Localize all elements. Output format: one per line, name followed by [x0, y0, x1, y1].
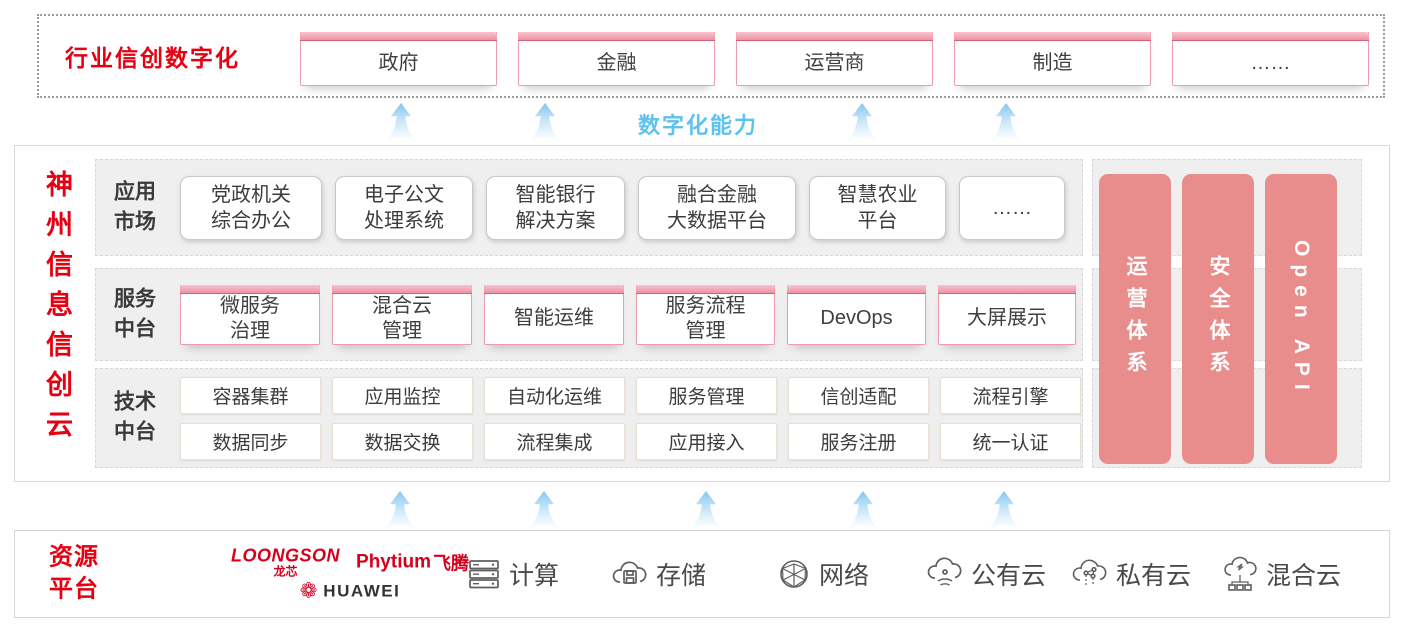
hybrid-cloud-icon [1224, 556, 1257, 591]
app-box: 智慧农业 平台 [809, 175, 946, 240]
app-box: 电子公文 处理系统 [335, 175, 473, 240]
industry-tab-more: …… [1172, 32, 1369, 86]
network-icon [780, 560, 808, 588]
service-box: 服务流程 管理 [636, 284, 775, 345]
resource-item-private-cloud: 私有云 [1071, 556, 1191, 592]
tech-box-grid: 容器集群 应用监控 自动化运维 服务管理 信创适配 流程引擎 数据同步 数据交换… [180, 376, 1081, 460]
service-platform-label: 服务 中台 [114, 287, 156, 341]
industry-tab-manufacturing: 制造 [954, 32, 1151, 86]
resource-item-compute: 计算 [466, 556, 559, 592]
tech-box: 服务注册 [788, 422, 929, 460]
tech-box: 自动化运维 [484, 376, 625, 414]
tech-box: 流程引擎 [940, 376, 1081, 414]
up-arrow-icon [990, 102, 1022, 142]
up-arrow-icon [528, 490, 560, 530]
platform-title-vertical: 神州信息信创云 [42, 170, 72, 450]
industry-tab-government: 政府 [300, 32, 497, 86]
app-box: 融合金融 大数据平台 [638, 175, 796, 240]
tech-box: 应用监控 [332, 376, 473, 414]
up-arrow-icon [988, 490, 1020, 530]
tech-box: 流程集成 [484, 422, 625, 460]
private-cloud-icon [1072, 559, 1107, 585]
storage-icon [612, 561, 647, 584]
huawei-flower-icon: ❁ [299, 579, 318, 603]
service-box: 混合云 管理 [332, 284, 472, 345]
up-arrow-icon [847, 490, 879, 530]
industry-box-row: 政府 金融 运营商 制造 …… [300, 32, 1369, 86]
up-arrow-icon [690, 490, 722, 530]
resource-item-network: 网络 [776, 556, 869, 592]
pillar-operations: 运营体系 [1099, 174, 1171, 464]
tech-box: 服务管理 [636, 376, 777, 414]
service-box: DevOps [787, 284, 926, 345]
industry-strip-title: 行业信创数字化 [65, 45, 240, 71]
huawei-logo: ❁ HUAWEI [299, 579, 401, 603]
up-arrow-icon [529, 102, 561, 142]
industry-tab-operator: 运营商 [736, 32, 933, 86]
public-cloud-icon [927, 557, 962, 586]
app-market-row: 应用 市场 党政机关 综合办公 电子公文 处理系统 智能银行 解决方案 融合金融… [95, 159, 1083, 256]
app-box-more: …… [959, 175, 1065, 240]
tech-platform-row: 技术 中台 容器集群 应用监控 自动化运维 服务管理 信创适配 流程引擎 数据同… [95, 368, 1083, 468]
tech-platform-label: 技术 中台 [114, 390, 156, 444]
app-box: 党政机关 综合办公 [180, 175, 322, 240]
resource-platform-label: 资源 平台 [49, 543, 99, 603]
up-arrow-icon [385, 102, 417, 142]
service-box: 微服务 治理 [180, 284, 320, 345]
app-market-label: 应用 市场 [114, 180, 156, 234]
pillar-security: 安全体系 [1182, 174, 1254, 464]
resource-item-hybrid-cloud: 混合云 [1221, 556, 1341, 592]
pillar-open-api: Open API [1265, 174, 1337, 464]
service-box: 大屏展示 [938, 284, 1076, 345]
tech-box: 应用接入 [636, 422, 777, 460]
loongson-logo: LOONGSON 龙芯 [231, 545, 341, 579]
up-arrow-icon [846, 102, 878, 142]
service-box: 智能运维 [484, 284, 624, 345]
app-box: 智能银行 解决方案 [486, 175, 625, 240]
capability-label: 数字化能力 [638, 113, 759, 138]
tech-box: 统一认证 [940, 422, 1081, 460]
tech-box: 数据同步 [180, 422, 321, 460]
resource-item-storage: 存储 [611, 556, 706, 592]
industry-tab-finance: 金融 [518, 32, 715, 86]
tech-box: 信创适配 [788, 376, 929, 414]
tech-box: 容器集群 [180, 376, 321, 414]
compute-icon [469, 560, 499, 589]
industry-strip: 行业信创数字化 政府 金融 运营商 制造 …… [37, 14, 1385, 98]
main-platform-panel: 神州信息信创云 应用 市场 党政机关 综合办公 电子公文 处理系统 智能银行 解… [14, 145, 1390, 482]
service-platform-row: 服务 中台 微服务 治理 混合云 管理 智能运维 服务流程 管理 DevOps … [95, 268, 1083, 361]
up-arrow-icon [384, 490, 416, 530]
resource-item-public-cloud: 公有云 [926, 556, 1046, 592]
tech-box: 数据交换 [332, 422, 473, 460]
